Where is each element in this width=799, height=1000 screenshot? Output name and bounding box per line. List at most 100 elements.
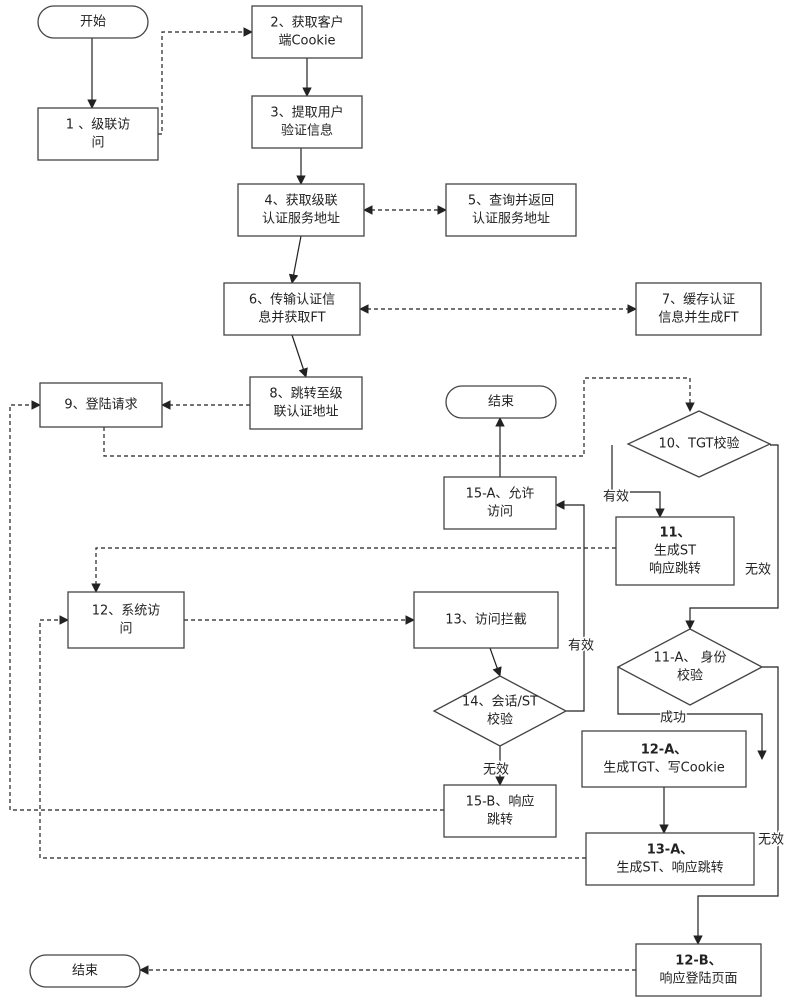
node-label: 1 、级联访	[66, 118, 130, 133]
node-label: 13-A、	[647, 843, 694, 858]
edge-n11-n12	[91, 547, 616, 593]
node-label: 12、系统访	[92, 604, 161, 619]
node-label: 8、跳转至级	[269, 387, 342, 402]
decision-diamond	[616, 628, 764, 706]
process-box	[443, 784, 557, 838]
node-label: 跳转	[487, 813, 513, 828]
node-label: 开始	[80, 15, 106, 30]
edge-label-valid-10: 有效	[603, 490, 629, 505]
node-n11: 11、生成ST 响应跳转	[615, 516, 735, 586]
node-n13: 13、访问拦截	[413, 591, 559, 649]
node-label: 9、登陆请求	[64, 397, 137, 413]
process-box	[249, 376, 363, 430]
node-label: 2、获取客户	[270, 15, 343, 31]
node-label: 生成ST、响应跳转	[616, 860, 723, 876]
node-label: 7、缓存认证	[662, 293, 735, 308]
edge-label-invalid-10: 无效	[745, 563, 771, 578]
node-label: 验证信息	[281, 123, 333, 139]
decision-diamond	[432, 675, 568, 747]
edge-n1-n2	[158, 27, 253, 135]
node-label: 12-B、	[675, 954, 721, 969]
node-label: 15-A、允许	[466, 486, 535, 502]
node-label: 生成TGT、写Cookie	[603, 761, 725, 776]
terminal-shape	[37, 5, 149, 39]
edge-n11a-n12b	[693, 666, 779, 945]
edge-n6-n8	[291, 334, 308, 378]
process-box	[585, 832, 755, 886]
node-label: 认证服务地址	[472, 211, 550, 227]
edge-n13-n14	[489, 647, 502, 677]
process-box	[443, 476, 557, 530]
node-label: 10、TGT校验	[658, 436, 739, 452]
node-label: 问	[91, 136, 104, 151]
process-box	[37, 107, 159, 161]
edge-n14-n15a	[555, 500, 585, 712]
node-label: 12-A、	[641, 743, 688, 758]
process-box	[251, 95, 363, 149]
node-label: 11-A、 身份	[654, 650, 727, 666]
process-box	[237, 183, 365, 237]
node-label: 结束	[72, 964, 98, 979]
node-label: 问	[119, 622, 132, 637]
node-label: 5、查询并返回	[468, 194, 554, 209]
process-box	[445, 183, 577, 237]
node-label: 11、	[659, 526, 690, 541]
node-label: 结束	[488, 395, 514, 410]
node-label: 生成ST	[654, 544, 696, 559]
process-box	[581, 730, 747, 788]
node-label: 联认证地址	[273, 405, 338, 420]
edge-label-valid-14: 有效	[568, 639, 594, 654]
node-label: 15-B、响应	[466, 794, 535, 810]
process-box	[39, 382, 163, 428]
node-label: 13、访问拦截	[445, 613, 527, 628]
node-label: 端Cookie	[278, 34, 335, 49]
edge-label-success-11a: 成功	[660, 711, 686, 726]
node-n9: 9、登陆请求	[39, 382, 163, 428]
node-n10: 10、TGT校验	[626, 410, 772, 478]
edge-label-invalid-14: 无效	[483, 763, 509, 778]
node-label: 信息并生成FT	[658, 310, 738, 326]
node-label: 6、传输认证信	[249, 292, 335, 308]
node-label: 校验	[677, 668, 703, 684]
process-box	[635, 282, 762, 336]
node-label: 3、提取用户	[270, 105, 343, 121]
node-n15b: 15-B、响应跳转	[443, 784, 557, 838]
process-box	[251, 5, 363, 59]
process-box	[67, 591, 185, 649]
node-n13a: 13-A、生成ST、响应跳转	[585, 832, 755, 886]
edges-layer	[9, 27, 779, 975]
node-n12a: 12-A、生成TGT、写Cookie	[581, 730, 747, 788]
process-box	[615, 516, 735, 586]
node-label: 响应跳转	[649, 561, 701, 577]
process-box	[635, 943, 762, 997]
edge-n10-n11a	[685, 444, 779, 630]
terminal-shape	[445, 385, 557, 419]
node-label: 访问	[487, 505, 513, 520]
process-box	[413, 591, 559, 649]
node-label: 响应登陆页面	[659, 971, 737, 987]
edge-n10-n11	[611, 445, 665, 518]
edge-label-invalid-11a: 无效	[758, 833, 784, 848]
node-label: 息并获取FT	[258, 310, 325, 326]
node-n12b: 12-B、响应登陆页面	[635, 943, 762, 997]
node-start: 开始	[37, 5, 149, 39]
edge-n13a-n12	[39, 615, 586, 859]
edge-n15b-n9	[9, 400, 444, 811]
terminal-shape	[29, 954, 141, 988]
node-end1: 结束	[445, 385, 557, 419]
node-label: 认证服务地址	[262, 211, 340, 227]
